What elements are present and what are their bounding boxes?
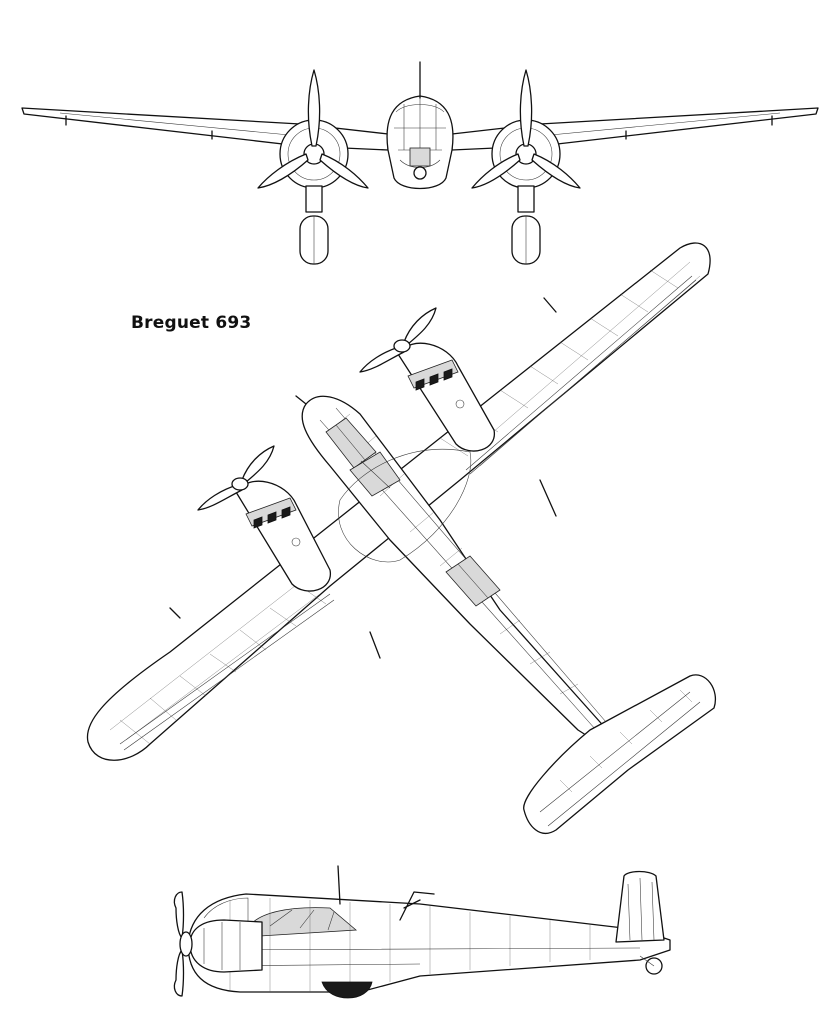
- top-right-nacelle: [359, 307, 495, 452]
- aircraft-title: Breguet 693: [131, 313, 252, 333]
- side-main-wheel: [321, 981, 373, 999]
- side-view: [173, 865, 671, 999]
- top-left-nacelle: [197, 445, 331, 592]
- side-nacelle: [173, 891, 263, 997]
- top-view: [86, 242, 716, 834]
- front-view: [21, 61, 819, 265]
- top-cockpit: [325, 417, 501, 607]
- front-left-engine: [257, 69, 369, 265]
- top-wing-root: [338, 449, 472, 563]
- front-belly-turret: [413, 166, 427, 180]
- front-right-engine: [471, 69, 581, 265]
- top-tailplane: [523, 674, 716, 834]
